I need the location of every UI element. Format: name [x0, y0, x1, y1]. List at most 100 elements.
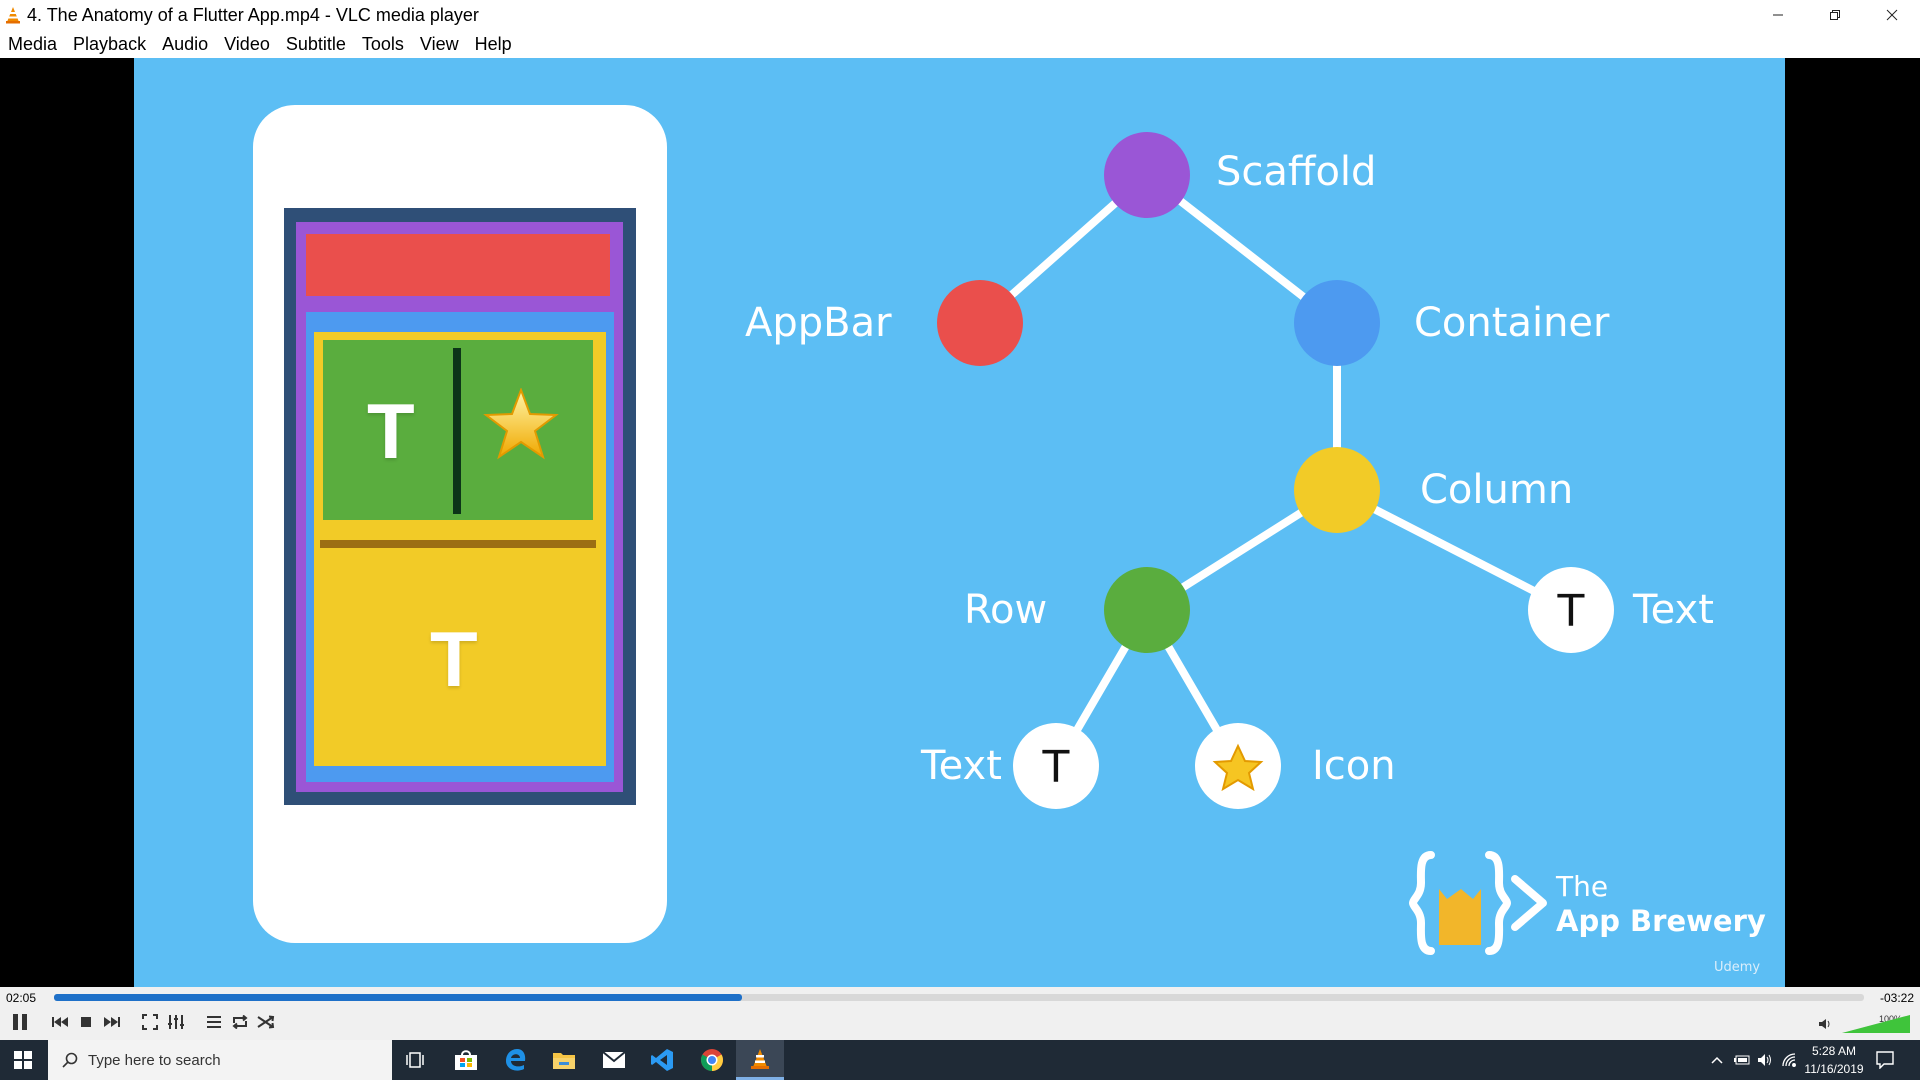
volume-slider-fill	[1842, 1015, 1910, 1033]
shuffle-icon	[257, 1015, 275, 1029]
menu-view[interactable]: View	[419, 34, 459, 54]
fullscreen-icon	[142, 1014, 158, 1030]
column-box: T	[314, 332, 606, 766]
vlc-cone-icon	[751, 1048, 769, 1069]
volume-tray-icon[interactable]	[1757, 1052, 1773, 1068]
task-view-button[interactable]	[392, 1040, 440, 1080]
window-title: 4. The Anatomy of a Flutter App.mp4 - VL…	[27, 4, 479, 25]
title-bar: 4. The Anatomy of a Flutter App.mp4 - VL…	[0, 0, 1920, 30]
minimize-button[interactable]	[1749, 0, 1806, 30]
menu-subtitle[interactable]: Subtitle	[285, 34, 346, 54]
taskbar-mail[interactable]	[590, 1040, 638, 1080]
chrome-icon	[701, 1049, 723, 1071]
menu-bar: Media Playback Audio Video Subtitle Tool…	[0, 30, 1920, 58]
row-text-glyph: T	[367, 387, 415, 475]
menu-media[interactable]: Media	[8, 34, 58, 54]
start-button[interactable]	[0, 1040, 46, 1080]
chevron-up-icon[interactable]	[1710, 1054, 1724, 1066]
label-container: Container	[1414, 300, 1610, 346]
row-text-node-glyph: T	[1042, 742, 1070, 793]
search-placeholder: Type here to search	[88, 1051, 221, 1069]
container-node	[1294, 280, 1380, 366]
menu-help[interactable]: Help	[474, 34, 512, 54]
menu-video[interactable]: Video	[224, 34, 270, 54]
fullscreen-button[interactable]	[138, 1011, 162, 1033]
taskbar-store[interactable]	[442, 1040, 490, 1080]
playlist-icon	[207, 1016, 221, 1028]
elapsed-time: 02:05	[6, 991, 37, 1005]
label-appbar: AppBar	[745, 300, 892, 346]
mail-icon	[602, 1051, 626, 1068]
clock-date[interactable]: 11/16/2019	[1804, 1062, 1864, 1076]
column-text-node	[1528, 567, 1614, 653]
taskbar-vlc[interactable]	[736, 1040, 784, 1080]
menu-playback[interactable]: Playback	[73, 34, 147, 54]
close-button[interactable]	[1863, 0, 1920, 30]
store-icon	[455, 1050, 477, 1070]
taskbar-search-box[interactable]: Type here to search	[48, 1040, 392, 1080]
remaining-time[interactable]: -03:22	[1879, 991, 1914, 1005]
next-button[interactable]	[100, 1011, 124, 1033]
scaffold-box: T	[296, 222, 623, 792]
pause-button[interactable]	[6, 1011, 34, 1033]
folder-icon	[553, 1053, 575, 1069]
task-view-icon	[406, 1052, 424, 1068]
container-box: T	[306, 312, 614, 782]
volume-percent: 100%	[1879, 1014, 1903, 1024]
appbar-box	[306, 234, 610, 296]
phone-screen: T	[284, 208, 636, 805]
taskbar-vscode[interactable]	[638, 1040, 686, 1080]
label-icon: Icon	[1312, 743, 1396, 789]
previous-icon	[52, 1017, 68, 1027]
brand-line-2: App Brewery	[1556, 904, 1766, 938]
wifi-icon[interactable]	[1781, 1052, 1797, 1068]
extended-settings-button[interactable]	[164, 1011, 188, 1033]
equalizer-icon	[168, 1015, 184, 1029]
label-scaffold: Scaffold	[1216, 149, 1377, 195]
column-divider	[320, 540, 596, 548]
playlist-button[interactable]	[202, 1011, 226, 1033]
notifications-icon[interactable]	[1876, 1051, 1894, 1069]
scaffold-node	[1104, 132, 1190, 218]
label-column: Column	[1420, 467, 1574, 513]
search-icon	[62, 1052, 78, 1068]
clock-time[interactable]: 5:28 AM	[1811, 1044, 1857, 1058]
row-divider	[453, 348, 461, 514]
volume-slider[interactable]	[1840, 1013, 1912, 1035]
taskbar-edge[interactable]	[492, 1040, 540, 1080]
column-text-glyph: T	[430, 615, 478, 703]
video-frame: T	[134, 58, 1785, 987]
menu-audio[interactable]: Audio	[162, 34, 209, 54]
stop-button[interactable]	[74, 1011, 98, 1033]
seek-bar[interactable]	[54, 994, 1864, 1001]
battery-icon[interactable]	[1733, 1053, 1751, 1067]
menu-tools[interactable]: Tools	[361, 34, 404, 54]
appbar-node	[937, 280, 1023, 366]
app-brewery-logo-icon	[1409, 851, 1547, 955]
video-area[interactable]: T	[0, 58, 1920, 987]
mute-button[interactable]	[1816, 1013, 1834, 1035]
row-node	[1104, 567, 1190, 653]
vscode-icon	[651, 1049, 673, 1071]
udemy-watermark: Udemy	[1714, 960, 1761, 975]
windows-logo-icon	[14, 1051, 32, 1069]
row-text-node	[1013, 723, 1099, 809]
icon-node-star-icon	[1212, 743, 1264, 792]
previous-button[interactable]	[48, 1011, 72, 1033]
player-controls: 02:05 -03:22 100%	[0, 987, 1920, 1040]
label-column-text: Text	[1633, 587, 1714, 633]
vlc-cone-icon	[6, 7, 20, 24]
row-box: T	[323, 340, 593, 520]
taskbar-file-explorer[interactable]	[540, 1040, 588, 1080]
label-row: Row	[964, 587, 1048, 633]
loop-button[interactable]	[228, 1011, 252, 1033]
restore-button[interactable]	[1806, 0, 1863, 30]
label-row-text: Text	[921, 743, 1002, 789]
taskbar-chrome[interactable]	[688, 1040, 736, 1080]
pause-icon	[13, 1014, 27, 1030]
taskbar: Type here to search 5:28 AM 11/16/2019	[0, 1040, 1920, 1080]
shuffle-button[interactable]	[254, 1011, 278, 1033]
star-icon	[483, 388, 559, 460]
stop-icon	[81, 1017, 91, 1027]
widget-tree: T T	[937, 132, 1614, 809]
